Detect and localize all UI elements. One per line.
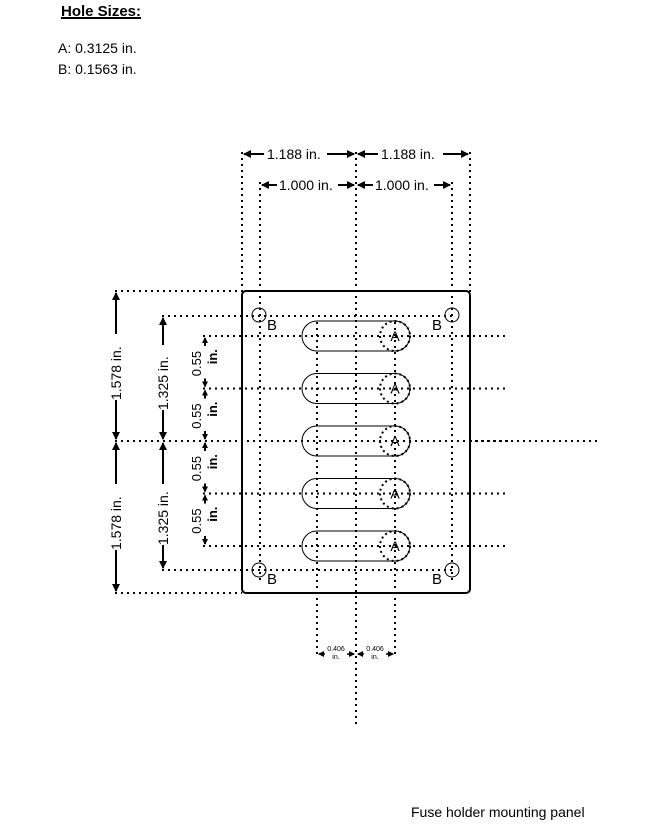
panel-outline <box>241 290 471 594</box>
dashed-guides <box>115 152 598 728</box>
dim-pitch: 0.55 <box>189 403 204 428</box>
dim-pitch-unit: in. <box>205 454 220 469</box>
dim-pitch: 0.55 <box>189 456 204 481</box>
dim-small-left: 0.406 <box>327 646 345 653</box>
drawing-caption: Fuse holder mounting panel <box>411 804 585 820</box>
hole-b-top-right <box>444 307 460 323</box>
label-a: A <box>390 538 400 554</box>
dim-small-left-unit: in. <box>332 654 339 661</box>
hole-a <box>379 372 411 405</box>
label-b-top-left: B <box>267 317 277 334</box>
label-a: A <box>390 433 400 449</box>
legend-title: Hole Sizes: <box>61 3 142 20</box>
dim-vert-inner-bottom: 1.325 in. <box>155 491 171 545</box>
hole-a <box>379 320 411 352</box>
dim-vert-outer-top: 1.578 in. <box>108 346 124 400</box>
hole-a <box>379 425 411 457</box>
dim-outer-left: 1.188 in. <box>267 146 321 162</box>
hole-b-bottom-left <box>251 562 267 578</box>
dim-pitch: 0.55 <box>189 351 204 376</box>
dim-outer-right: 1.188 in. <box>381 146 435 162</box>
dim-small-right-unit: in. <box>371 654 378 661</box>
label-a: A <box>390 328 400 344</box>
label-b-bottom-left: B <box>267 571 277 588</box>
dim-vert-outer-bottom: 1.578 in. <box>108 496 124 550</box>
dim-inner-right: 1.000 in. <box>375 177 429 193</box>
hole-a <box>379 477 411 510</box>
legend-item-a: A: 0.3125 in. <box>58 40 137 56</box>
dim-small-right: 0.406 <box>366 646 384 653</box>
hole-b-bottom-right <box>444 562 460 578</box>
dim-pitch-unit: in. <box>205 349 220 364</box>
legend-item-b: B: 0.1563 in. <box>58 61 137 77</box>
hole-b-top-left <box>251 307 267 323</box>
label-b-bottom-right: B <box>432 571 442 588</box>
dim-pitch-unit: in. <box>205 402 220 417</box>
label-a: A <box>390 486 400 502</box>
dim-inner-left: 1.000 in. <box>279 177 333 193</box>
dim-pitch-unit: in. <box>205 507 220 522</box>
hole-a <box>379 530 411 562</box>
label-a: A <box>390 381 400 397</box>
dim-pitch: 0.55 <box>189 508 204 533</box>
dim-vert-inner-top: 1.325 in. <box>155 356 171 410</box>
label-b-top-right: B <box>432 317 442 334</box>
